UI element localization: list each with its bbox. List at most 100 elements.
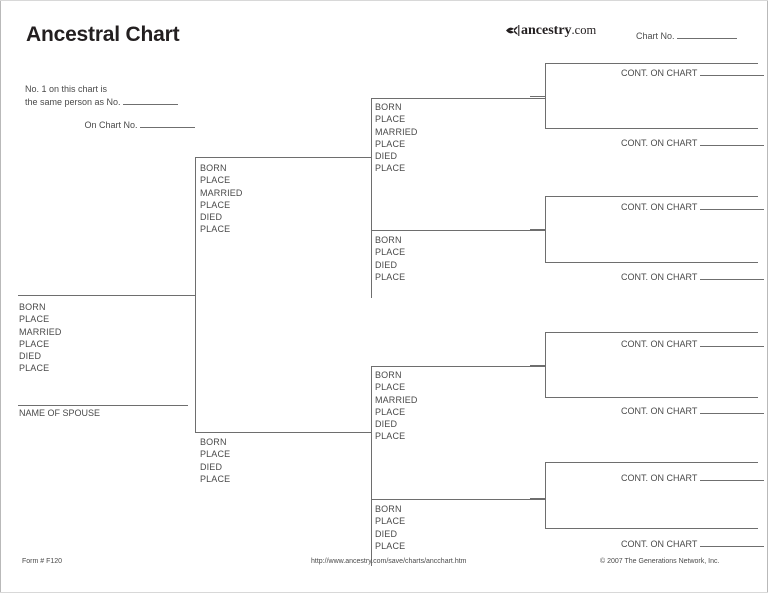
gen3-person-3-fields[interactable]: BORN PLACE MARRIED PLACE DIED PLACE	[375, 369, 418, 443]
gen2-p2-field-place2[interactable]: PLACE	[200, 473, 231, 484]
gen4-b1-cont-top-label: CONT. ON CHART	[621, 68, 698, 78]
ancestry-wordmark: ancestry.com	[521, 23, 596, 38]
gen3-person-1-top-line	[371, 98, 545, 99]
gen4-b3-cont-bottom-blank[interactable]	[699, 406, 764, 414]
gen4-b1-cont-bottom-blank[interactable]	[699, 138, 764, 146]
gen3-p4-field-place2[interactable]: PLACE	[375, 540, 406, 551]
person1-field-married[interactable]: MARRIED	[19, 326, 62, 337]
gen3-p3-field-place3[interactable]: PLACE	[375, 431, 406, 442]
gen2-p1-field-married[interactable]: MARRIED	[200, 187, 243, 198]
gen4-b2-cont-bottom-label: CONT. ON CHART	[621, 272, 698, 282]
ancestry-leaf-icon	[506, 24, 520, 36]
footer-url[interactable]: http://www.ancestry.com/save/charts/ancc…	[311, 558, 467, 565]
gen2-person-1-fields[interactable]: BORN PLACE MARRIED PLACE DIED PLACE	[200, 162, 243, 236]
gen4-b4-cont-top-label: CONT. ON CHART	[621, 473, 698, 483]
same-person-no-blank[interactable]	[123, 97, 179, 105]
gen2-p1-field-born[interactable]: BORN	[200, 163, 227, 173]
gen3-person-2-fields[interactable]: BORN PLACE DIED PLACE	[375, 234, 405, 283]
connector-gen3-4-to-gen4-4	[530, 498, 546, 499]
gen4-block-4-bottom-line	[545, 528, 758, 529]
gen3-p1-field-place3[interactable]: PLACE	[375, 163, 406, 174]
gen4-b2-cont-bottom-blank[interactable]	[699, 272, 764, 280]
gen4-block-4-cont-bottom[interactable]: CONT. ON CHART	[621, 539, 764, 549]
gen4-block-2-cont-top[interactable]: CONT. ON CHART	[621, 202, 764, 212]
gen2-p1-field-died[interactable]: DIED	[200, 212, 223, 223]
note-line-3[interactable]: On Chart No.	[25, 119, 195, 132]
gen3-p3-field-born[interactable]: BORN	[375, 370, 402, 380]
person1-field-born[interactable]: BORN	[19, 302, 46, 312]
gen3-p3-field-place2[interactable]: PLACE	[375, 406, 406, 417]
person1-field-place3[interactable]: PLACE	[19, 363, 50, 374]
chart-note-block: No. 1 on this chart is the same person a…	[25, 83, 195, 132]
person1-top-line	[18, 295, 195, 296]
gen2-person-2-fields[interactable]: BORN PLACE DIED PLACE	[200, 436, 230, 485]
logo-word-light: .com	[571, 22, 597, 37]
gen4-block-1-bottom-line	[545, 128, 758, 129]
gen3-p3-field-died[interactable]: DIED	[375, 419, 398, 430]
gen4-b2-cont-top-blank[interactable]	[699, 202, 764, 210]
gen3-bracket-upper-vline	[371, 98, 372, 298]
gen3-p2-field-place1[interactable]: PLACE	[375, 247, 406, 258]
gen4-block-3-vline	[545, 332, 546, 397]
gen4-b4-cont-top-blank[interactable]	[699, 473, 764, 481]
footer-form-number: Form # F120	[22, 558, 63, 565]
gen4-block-2-cont-bottom[interactable]: CONT. ON CHART	[621, 272, 764, 282]
gen3-person-4-fields[interactable]: BORN PLACE DIED PLACE	[375, 503, 405, 552]
gen2-bracket-vline	[195, 157, 196, 433]
page-title: Ancestral Chart	[26, 23, 180, 46]
gen3-person-3-top-line	[371, 366, 545, 367]
gen4-block-1-cont-bottom[interactable]: CONT. ON CHART	[621, 138, 764, 148]
gen3-p1-field-place2[interactable]: PLACE	[375, 138, 406, 149]
gen3-p1-field-place1[interactable]: PLACE	[375, 114, 406, 125]
person1-spouse-label: NAME OF SPOUSE	[19, 408, 101, 418]
gen3-p3-field-married[interactable]: MARRIED	[375, 394, 418, 405]
gen3-p4-field-born[interactable]: BORN	[375, 504, 402, 514]
gen4-block-3-cont-top[interactable]: CONT. ON CHART	[621, 339, 764, 349]
gen3-p4-field-died[interactable]: DIED	[375, 528, 398, 539]
page-border-left	[0, 0, 1, 593]
gen3-p1-field-born[interactable]: BORN	[375, 102, 402, 112]
gen3-p4-field-place1[interactable]: PLACE	[375, 516, 406, 527]
gen3-person-1-fields[interactable]: BORN PLACE MARRIED PLACE DIED PLACE	[375, 101, 418, 175]
chart-no-field[interactable]: Chart No.	[636, 31, 738, 41]
chart-no-label: Chart No.	[636, 31, 675, 41]
person1-fields[interactable]: BORN PLACE MARRIED PLACE DIED PLACE	[19, 301, 62, 375]
gen4-b3-cont-top-label: CONT. ON CHART	[621, 339, 698, 349]
gen2-p1-field-place1[interactable]: PLACE	[200, 175, 231, 186]
gen4-block-3-bottom-line	[545, 397, 758, 398]
gen3-p1-field-married[interactable]: MARRIED	[375, 126, 418, 137]
gen3-p3-field-place1[interactable]: PLACE	[375, 382, 406, 393]
gen2-mother-top-line	[195, 432, 371, 433]
gen3-p2-field-died[interactable]: DIED	[375, 259, 398, 270]
person1-field-place1[interactable]: PLACE	[19, 314, 50, 325]
gen2-p1-field-place2[interactable]: PLACE	[200, 199, 231, 210]
person1-field-died[interactable]: DIED	[19, 351, 42, 362]
gen4-block-4-cont-top[interactable]: CONT. ON CHART	[621, 473, 764, 483]
gen4-b1-cont-top-blank[interactable]	[699, 68, 764, 76]
gen4-block-4-vline	[545, 462, 546, 528]
gen3-p2-field-place2[interactable]: PLACE	[375, 271, 406, 282]
on-chart-no-blank[interactable]	[140, 120, 195, 128]
person1-spouse-line	[18, 405, 188, 406]
gen2-p1-field-place3[interactable]: PLACE	[200, 224, 231, 235]
gen3-p2-field-born[interactable]: BORN	[375, 235, 402, 245]
gen4-block-3-cont-bottom[interactable]: CONT. ON CHART	[621, 406, 764, 416]
gen4-b3-cont-top-blank[interactable]	[699, 339, 764, 347]
chart-no-blank[interactable]	[677, 31, 738, 39]
gen2-p2-field-died[interactable]: DIED	[200, 461, 223, 472]
gen4-b4-cont-bottom-blank[interactable]	[699, 539, 764, 547]
gen3-person-4-top-line	[371, 499, 545, 500]
gen2-father-top-line	[195, 157, 371, 158]
gen4-block-2-bottom-line	[545, 262, 758, 263]
gen2-p2-field-born[interactable]: BORN	[200, 437, 227, 447]
gen4-block-1-top-line	[545, 63, 758, 64]
gen3-p1-field-died[interactable]: DIED	[375, 151, 398, 162]
gen4-block-4-top-line	[545, 462, 758, 463]
gen4-b1-cont-bottom-label: CONT. ON CHART	[621, 138, 698, 148]
person1-field-place2[interactable]: PLACE	[19, 338, 50, 349]
note-line-2[interactable]: the same person as No.	[25, 96, 195, 109]
note-line-2-text: the same person as No.	[25, 97, 121, 107]
gen2-p2-field-place1[interactable]: PLACE	[200, 449, 231, 460]
gen4-block-1-cont-top[interactable]: CONT. ON CHART	[621, 68, 764, 78]
